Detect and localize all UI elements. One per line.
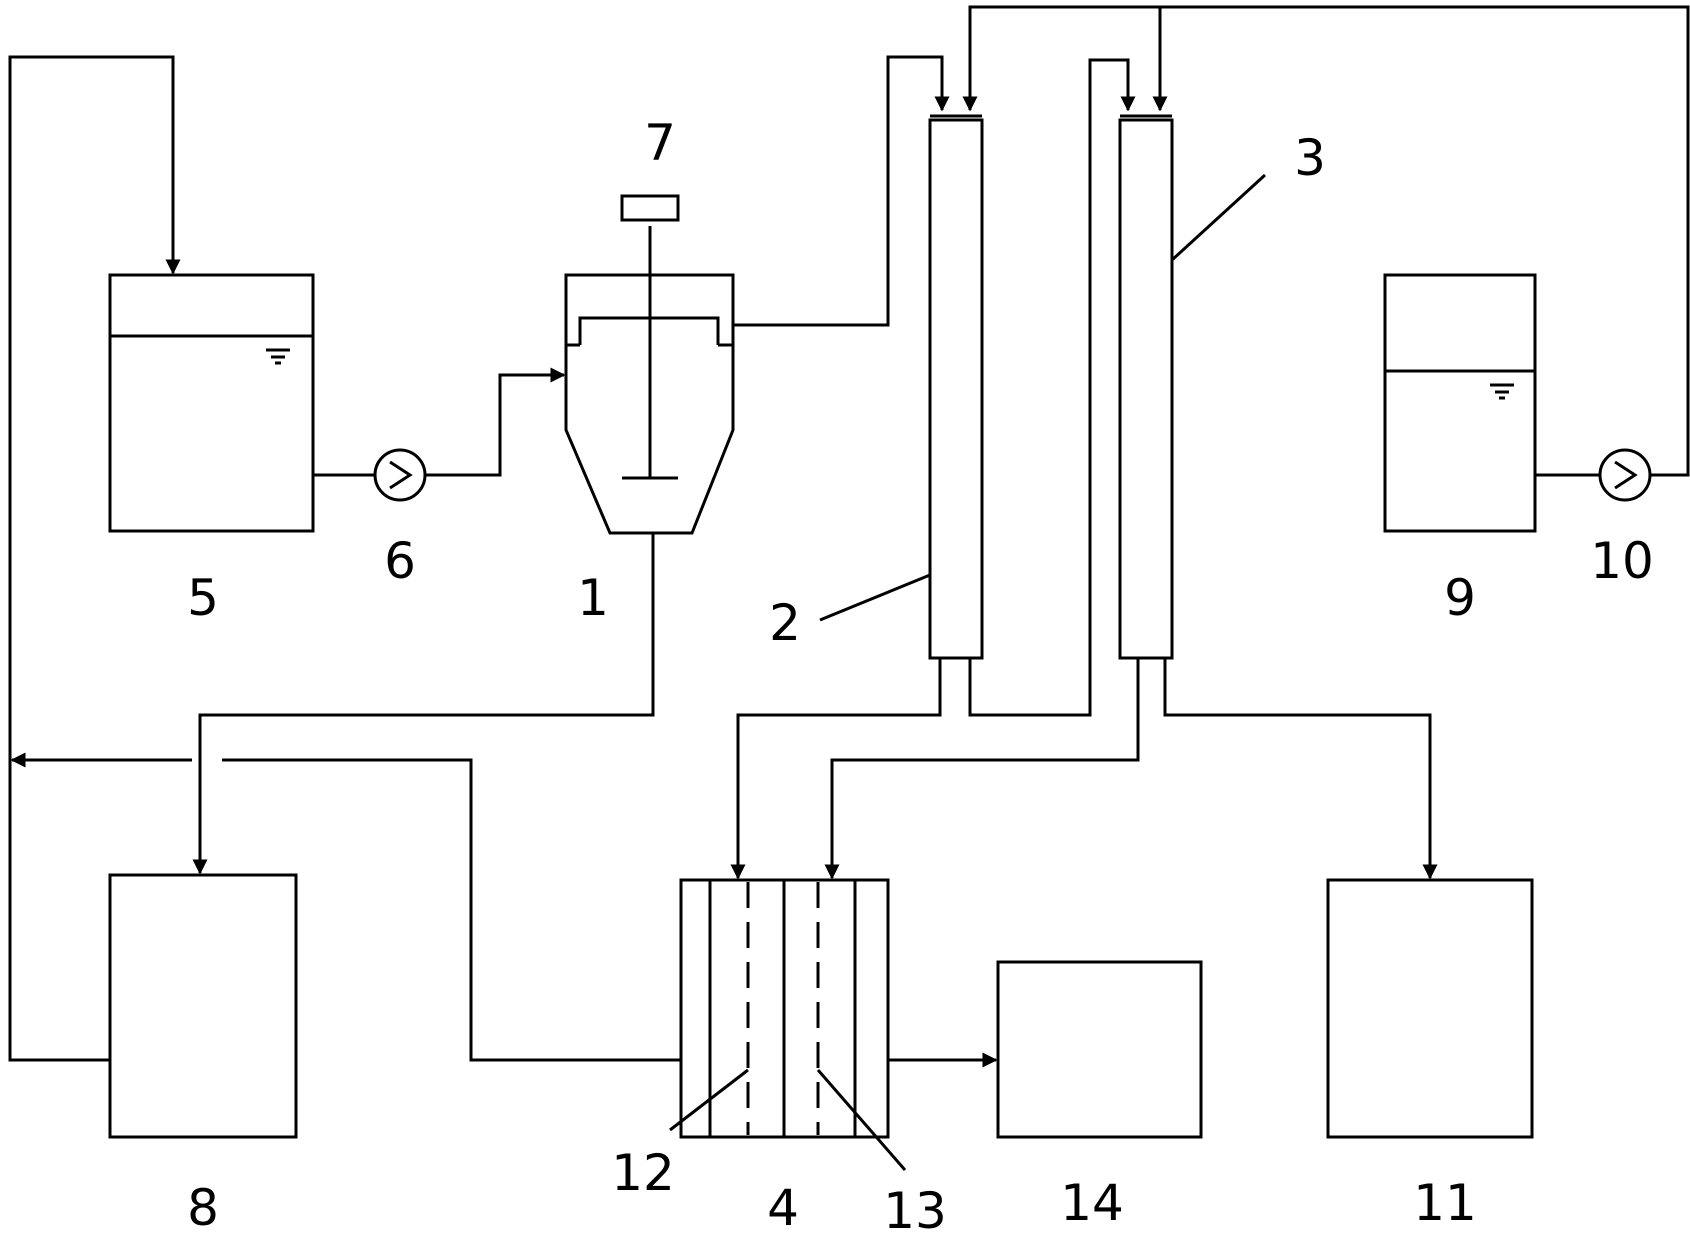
column-2 [928,114,984,660]
pipes [8,5,1690,1068]
pump-10 [1598,448,1652,502]
label-tank-11: 11 [1413,1174,1477,1232]
label-column-2: 2 [769,594,801,652]
label-tank-8: 8 [187,1179,219,1237]
leader-lines [669,173,1267,1171]
cell-4 [679,878,890,1139]
label-pump-10: 10 [1590,532,1654,590]
label-cell-4: 4 [767,1179,799,1237]
tank-8 [108,873,298,1139]
column-3 [1118,114,1174,660]
label-pump-6: 6 [384,532,416,590]
label-membrane-13: 13 [883,1182,947,1237]
label-tank-9: 9 [1444,569,1476,627]
label-column-3: 3 [1294,129,1326,187]
motor-7 [620,194,680,222]
tank-11 [1326,878,1534,1139]
label-tank-5: 5 [187,569,219,627]
label-reactor-1: 1 [577,569,609,627]
tank-5 [108,273,315,533]
label-motor-7: 7 [644,114,676,172]
reactor-1 [564,226,735,535]
label-tank-14: 14 [1060,1174,1124,1232]
label-membrane-12: 12 [611,1144,675,1202]
tank-9 [1383,273,1537,533]
tank-14 [996,960,1203,1139]
pump-6 [373,448,427,502]
